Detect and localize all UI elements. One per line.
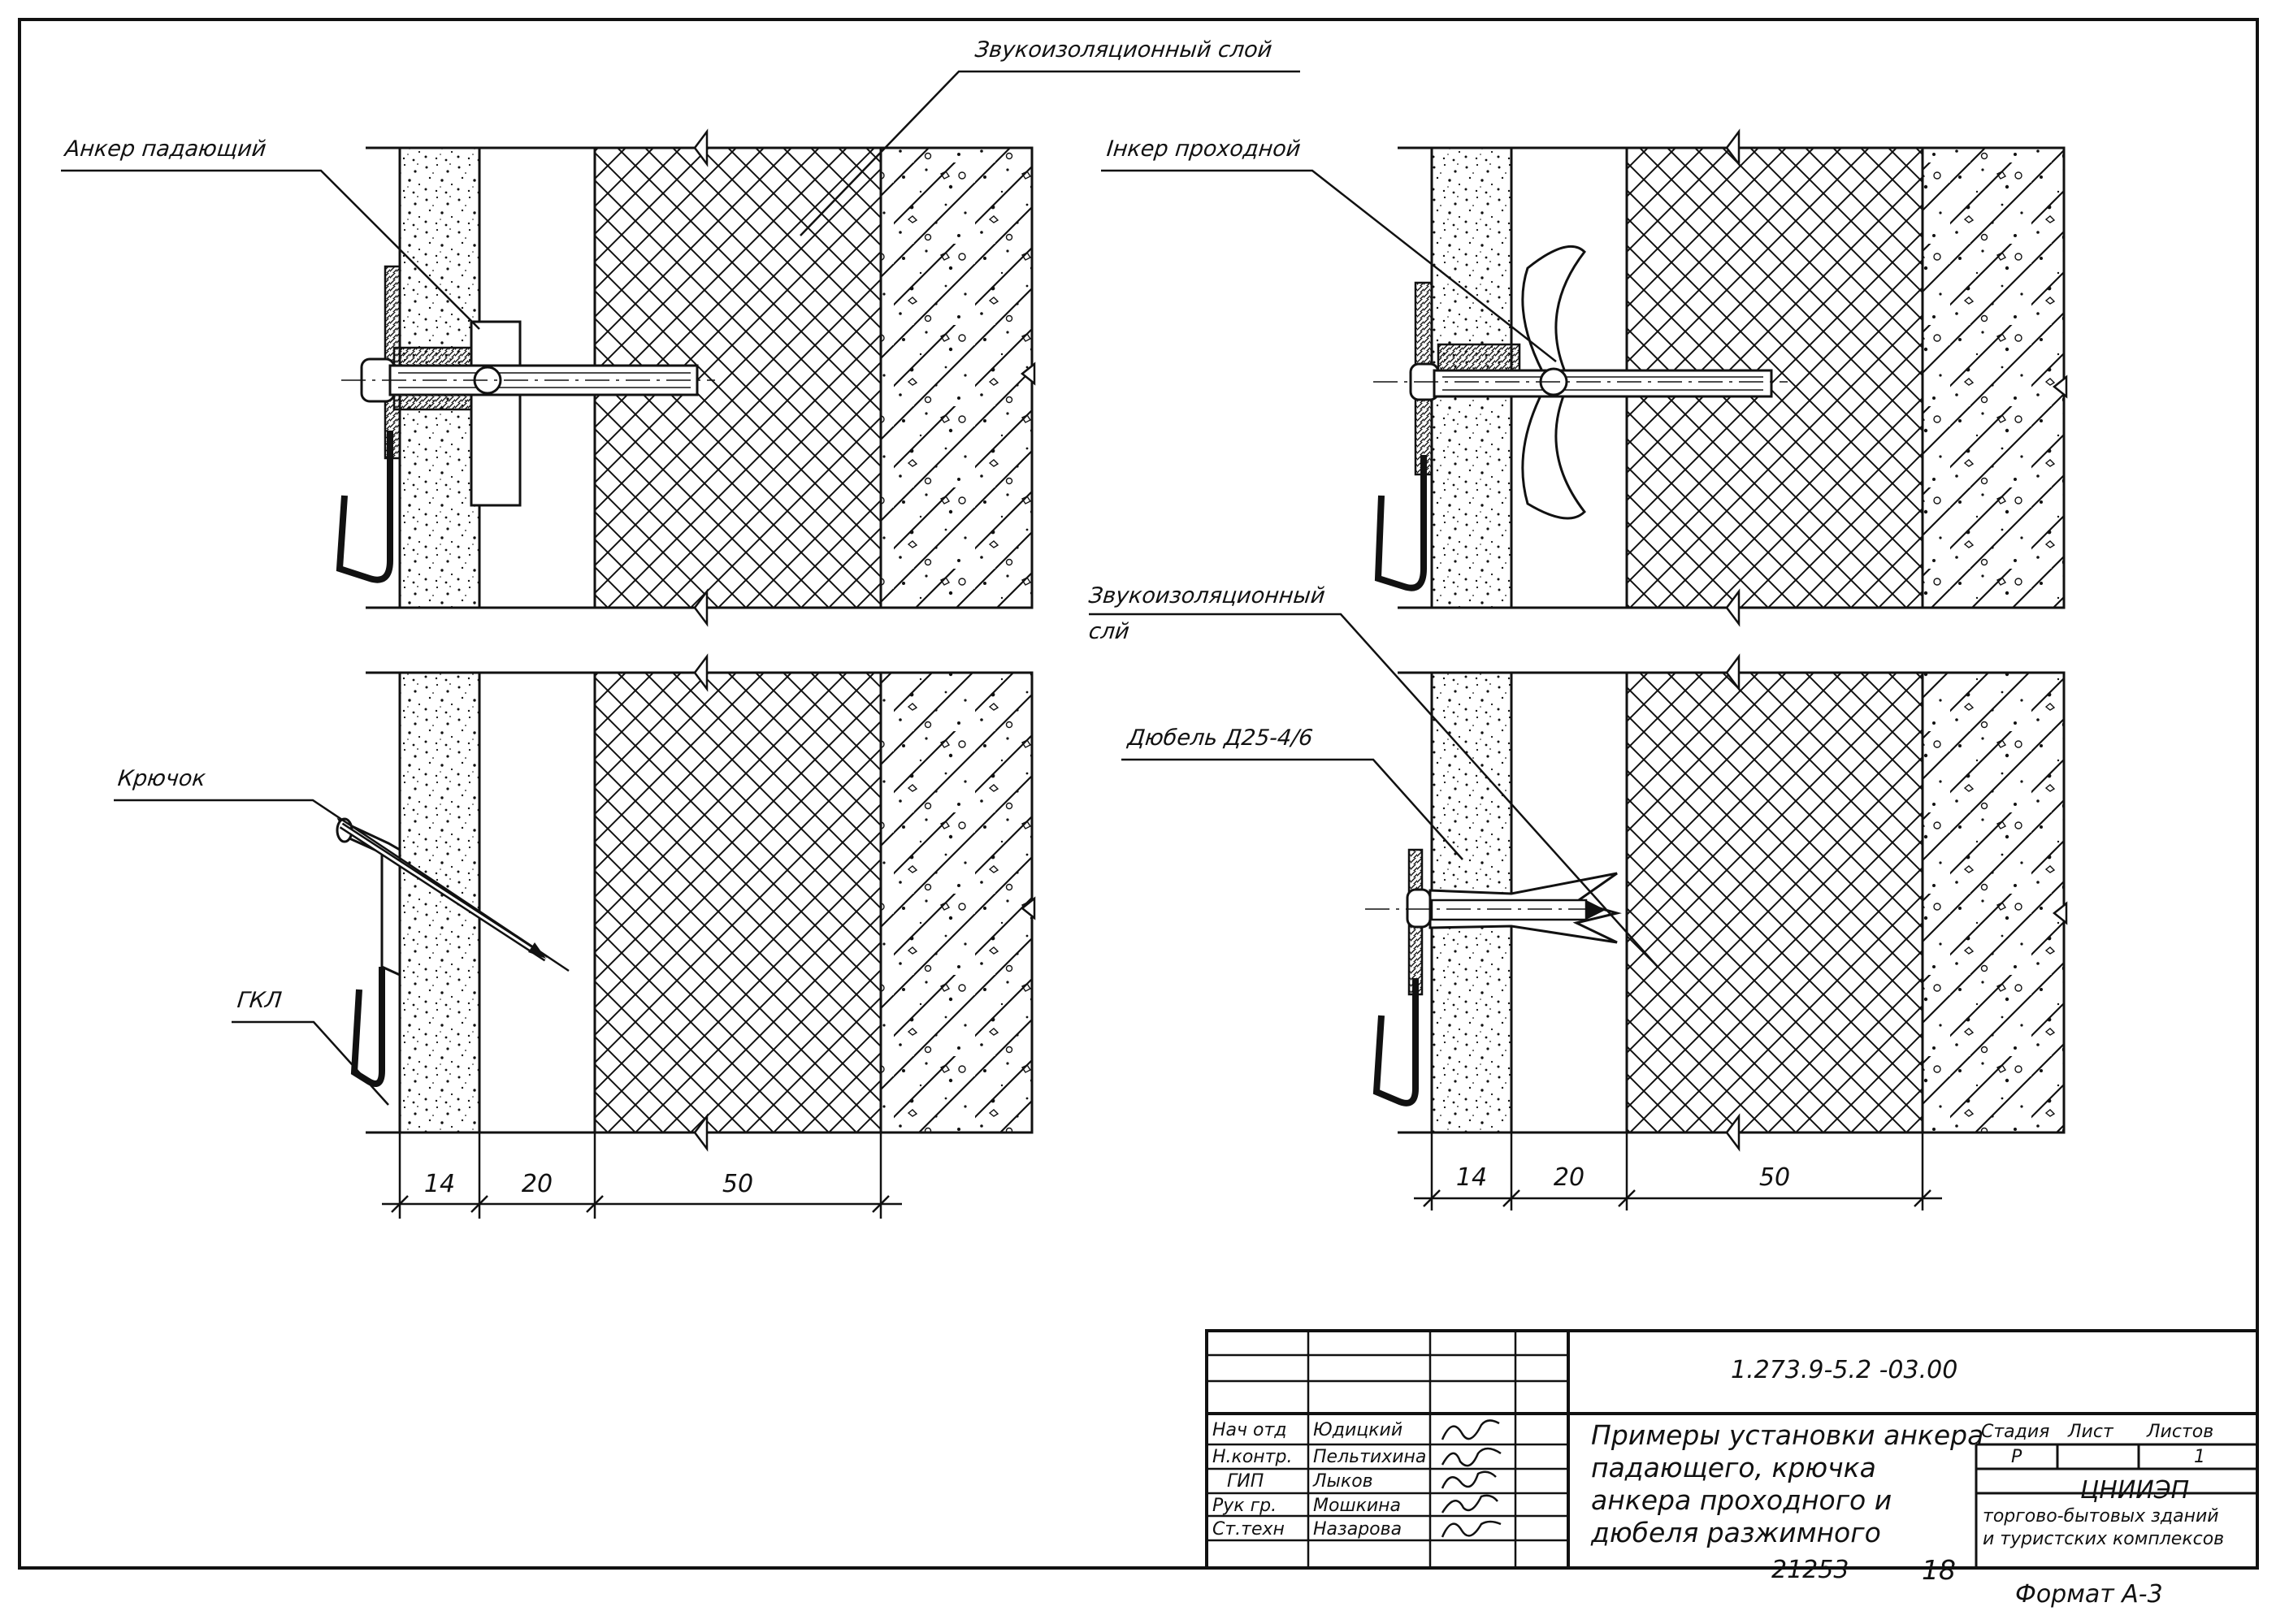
break-mark — [1725, 128, 2068, 627]
organization-name: ЦНИИЭП — [2080, 1476, 2190, 1505]
signatures — [1441, 1419, 1502, 1538]
drawing-title-line-4: дюбеля разжимного — [1591, 1517, 1881, 1548]
organization-line-2: торгово-бытовых зданий — [1983, 1506, 2219, 1527]
drawing-title-line-2: падающего, крючка — [1591, 1452, 1876, 1483]
dimension-20-right: 20 — [1553, 1163, 1585, 1192]
dimension-lines-right — [1414, 1132, 1942, 1210]
dimension-lines-left — [382, 1132, 902, 1219]
role-5: Ст.техн — [1212, 1519, 1285, 1540]
sheet-border — [18, 18, 2259, 1570]
wall-section-top-right — [1373, 128, 2068, 627]
page-number: 18 — [1922, 1554, 1956, 1586]
label-sound-layer-mid-2: слй — [1087, 619, 1131, 644]
dimension-50-right: 50 — [1758, 1163, 1791, 1192]
wall-section-bottom-right — [1365, 653, 2068, 1152]
name-1: Юдицкий — [1313, 1420, 1403, 1440]
leader-lines — [61, 70, 1658, 1106]
concrete-layer — [879, 146, 1034, 609]
role-1: Нач отд — [1212, 1420, 1287, 1440]
concrete-layer — [1921, 671, 2066, 1134]
insulation-layer — [593, 671, 882, 1134]
label-gkl: ГКЛ — [236, 988, 284, 1013]
name-4: Мошкина — [1313, 1496, 1402, 1516]
break-mark — [693, 653, 1036, 1152]
dimension-14-right: 14 — [1455, 1163, 1488, 1192]
sheets-header: Листов — [2147, 1422, 2214, 1442]
name-2: Пельтихина — [1313, 1447, 1427, 1467]
document-code: 1.273.9-5.2 -03.00 — [1731, 1356, 1958, 1384]
role-4: Рук гр. — [1212, 1496, 1277, 1516]
label-sound-layer-top: Звукоизоляционный слой — [973, 37, 1273, 63]
archive-number: 21253 — [1771, 1556, 1849, 1584]
organization-line-3: и туристских комплексов — [1983, 1529, 2225, 1549]
dimension-20-left: 20 — [521, 1170, 553, 1198]
break-mark — [1725, 653, 2068, 1152]
break-mark — [693, 128, 1036, 627]
stage-header: Стадия — [1981, 1422, 2050, 1442]
drawing-title-line-3: анкера проходного и — [1591, 1484, 1892, 1516]
role-3: ГИП — [1227, 1471, 1264, 1492]
label-hook: Крючок — [116, 766, 207, 791]
title-block — [1205, 1329, 2259, 1570]
sheets-value: 1 — [2194, 1447, 2205, 1467]
expansion-dowel — [1365, 848, 1622, 1106]
dimension-14-left: 14 — [423, 1170, 456, 1198]
label-falling-anchor: Анкер падающий — [63, 136, 268, 162]
paper-format: Формат А-3 — [2015, 1580, 2163, 1609]
name-5: Назарова — [1313, 1519, 1402, 1540]
falling-anchor — [336, 265, 715, 583]
concrete-layer — [879, 671, 1034, 1134]
name-3: Лыков — [1313, 1471, 1373, 1492]
label-dowel: Дюбель Д25-4/6 — [1126, 725, 1315, 751]
label-through-anchor: Інкер проходной — [1105, 136, 1303, 162]
role-2: Н.контр. — [1212, 1447, 1293, 1467]
dimension-50-left: 50 — [722, 1170, 754, 1198]
wall-section-top-left — [336, 128, 1036, 627]
picture-hook — [336, 817, 548, 1087]
wall-section-bottom-left — [336, 653, 1036, 1152]
stage-value: Р — [2011, 1447, 2022, 1467]
sheet-header: Лист — [2068, 1422, 2113, 1442]
air-gap — [478, 671, 596, 1134]
insulation-layer — [1625, 671, 1924, 1134]
concrete-layer — [1921, 146, 2066, 609]
label-sound-layer-mid: Звукоизоляционный — [1087, 583, 1327, 608]
drawing-title-line-1: Примеры установки анкера — [1591, 1419, 1984, 1451]
